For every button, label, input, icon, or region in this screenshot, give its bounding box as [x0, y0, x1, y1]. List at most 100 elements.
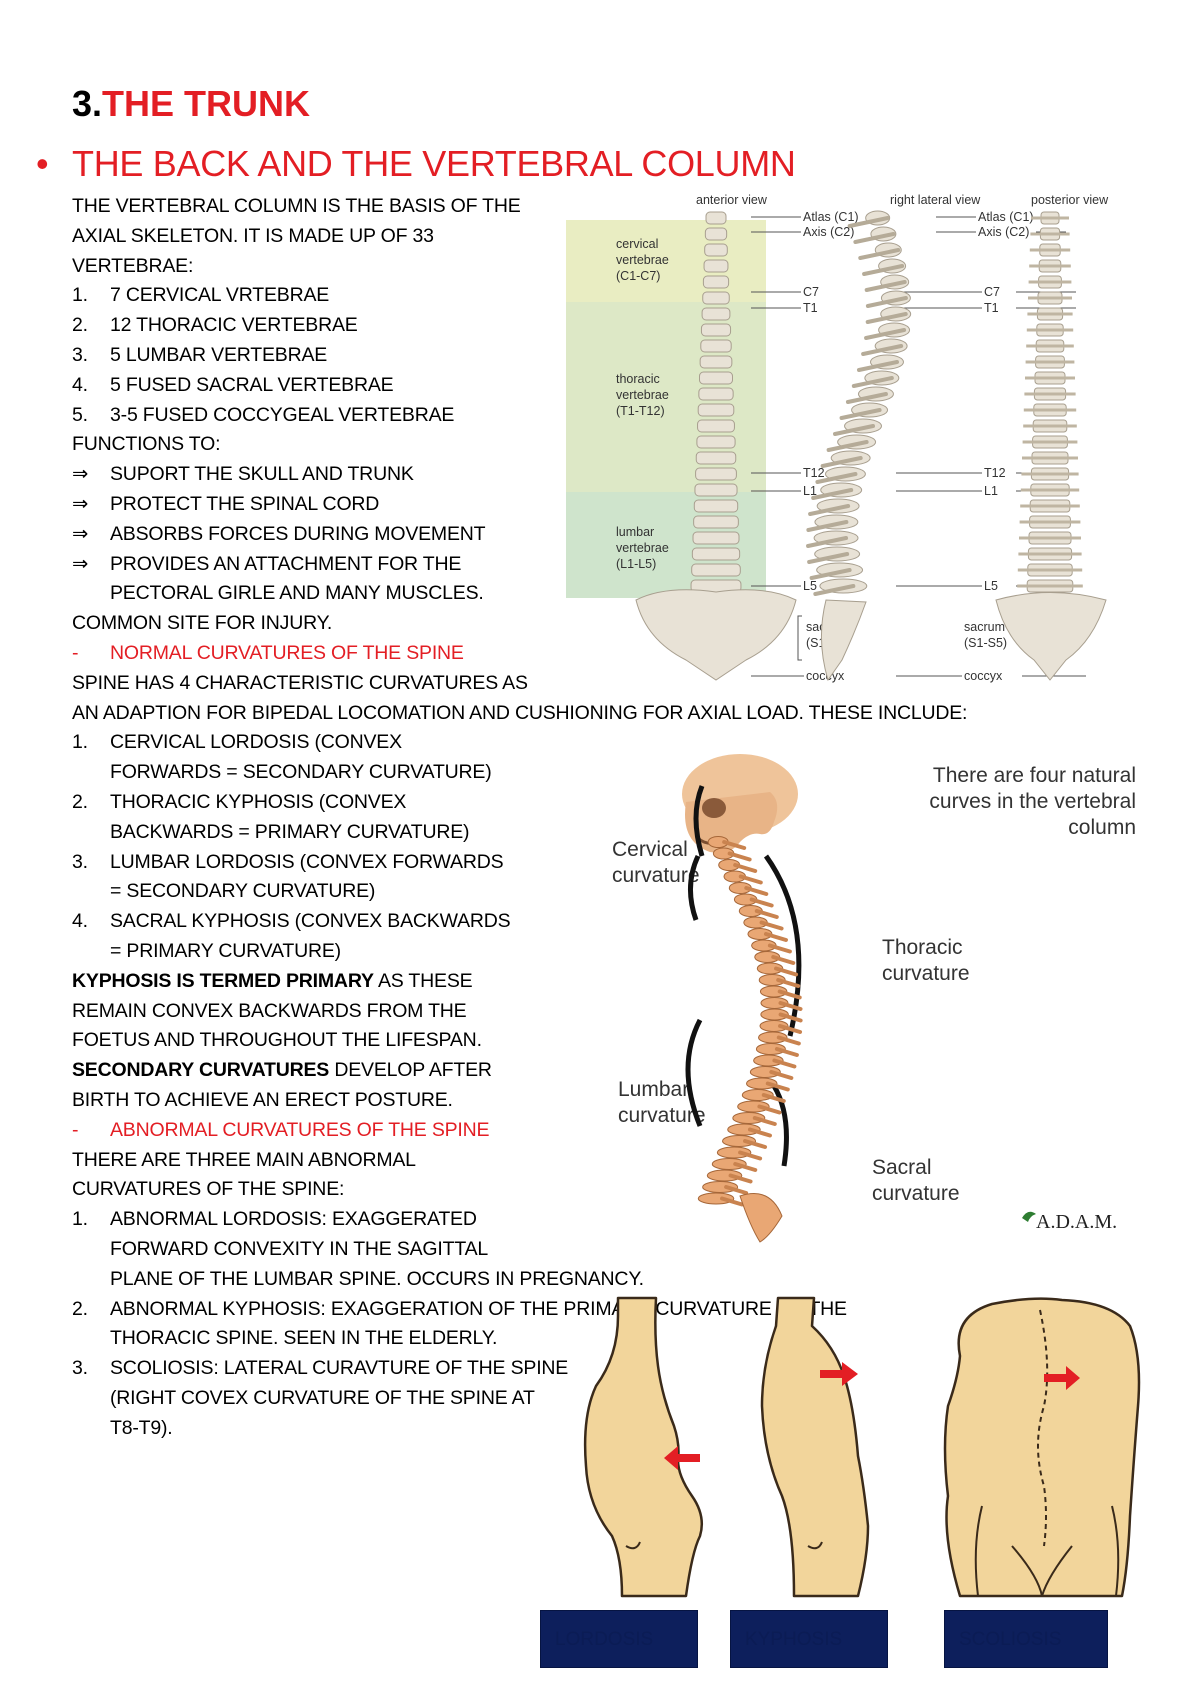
- label-c7-left: C7: [803, 285, 819, 299]
- list-marker: ⇒: [72, 463, 89, 486]
- line-text: SUPORT THE SKULL AND TRUNK: [110, 463, 414, 486]
- view-anterior-label: anterior view: [696, 193, 768, 207]
- list-marker: ⇒: [72, 522, 89, 545]
- line-text: THORACIC KYPHOSIS (CONVEX: [110, 791, 407, 813]
- line-text: T8-T9).: [110, 1416, 173, 1439]
- line-text: ABNORMAL KYPHOSIS: EXAGGERATION OF THE P…: [110, 1297, 847, 1320]
- cervical-region-label-2: vertebrae: [616, 253, 669, 267]
- normal-curvature-item-continued: = SECONDARY CURVATURE): [110, 881, 375, 901]
- line-text: LUMBAR LORDOSIS (CONVEX FORWARDS: [110, 850, 504, 873]
- line-text: COMMON SITE FOR INJURY.: [72, 612, 333, 635]
- cervical-curvature-label: Cervical: [612, 838, 688, 861]
- lordosis-torso: [583, 1296, 703, 1598]
- thoracic-region-label-2: vertebrae: [616, 388, 669, 402]
- label-box-lordosis: LORDOSIS: [540, 1610, 698, 1668]
- normal-curvatures-heading: -NORMAL CURVATURES OF THE SPINE: [72, 643, 464, 663]
- label-t12-left: T12: [803, 466, 825, 480]
- line-text: AS THESE: [373, 969, 473, 992]
- lumbar-curvature-label: Lumbar: [618, 1078, 689, 1101]
- line-text: FUNCTIONS TO:: [72, 433, 221, 456]
- bold-phrase: KYPHOSIS IS TERMED PRIMARY: [72, 969, 374, 992]
- label-l5-right: L5: [984, 579, 998, 593]
- normal-curvature-item-continued: = PRIMARY CURVATURE): [110, 941, 341, 961]
- normal-curvature-item-continued: FORWARDS = SECONDARY CURVATURE): [110, 762, 492, 782]
- caption-line-3: column: [1068, 816, 1136, 839]
- list-marker: -: [72, 1118, 79, 1141]
- anterior-spine-drawing: [635, 211, 797, 681]
- intro-line: AXIAL SKELETON. IT IS MADE UP OF 33: [72, 226, 434, 246]
- line-text: BIRTH TO ACHIEVE AN ERECT POSTURE.: [72, 1089, 453, 1111]
- primary-paragraph-line: FOETUS AND THROUGHOUT THE LIFESPAN.: [72, 1030, 482, 1050]
- normal-curvature-item: 4. SACRAL KYPHOSIS (CONVEX BACKWARDS: [72, 910, 511, 933]
- abnormal-curvature-item-continued: FORWARD CONVEXITY IN THE SAGITTAL: [110, 1239, 488, 1259]
- secondary-paragraph-line: SECONDARY CURVATURES DEVELOP AFTER: [72, 1060, 492, 1080]
- thoracic-region-label: thoracic: [616, 372, 660, 386]
- line-text: PLANE OF THE LUMBAR SPINE. OCCURS IN PRE…: [110, 1267, 644, 1290]
- lumbar-region-label-2: vertebrae: [616, 541, 669, 555]
- label-l1-left: L1: [803, 484, 817, 498]
- list-marker: 2.: [72, 314, 88, 337]
- label-sacrum-range-right: (S1-S5): [964, 636, 1007, 650]
- intro-line: THE VERTEBRAL COLUMN IS THE BASIS OF THE: [72, 196, 521, 216]
- function-item: ⇒PROVIDES AN ATTACHMENT FOR THE: [72, 554, 461, 574]
- abnormal-curvature-item: 1.ABNORMAL LORDOSIS: EXAGGERATED: [72, 1209, 477, 1229]
- line-text: PECTORAL GIRLE AND MANY MUSCLES.: [110, 582, 484, 605]
- abnormal-curvature-item-continued: THORACIC SPINE. SEEN IN THE ELDERLY.: [110, 1328, 497, 1348]
- line-text: 5 LUMBAR VERTEBRAE: [110, 344, 328, 366]
- adam-logo: A.D.A.M.: [1036, 1211, 1117, 1233]
- line-text: = SECONDARY CURVATURE): [110, 880, 376, 903]
- direction-arrows: [664, 1362, 1080, 1470]
- normal-intro-line: SPINE HAS 4 CHARACTERISTIC CURVATURES AS: [72, 673, 528, 693]
- normal-curvature-item-continued: BACKWARDS = PRIMARY CURVATURE): [110, 822, 470, 842]
- primary-paragraph-line: KYPHOSIS IS TERMED PRIMARY AS THESE: [72, 969, 473, 992]
- lumbar-region-range: (L1-L5): [616, 557, 656, 571]
- label-coccyx-left: coccyx: [806, 669, 845, 683]
- abnormal-curvature-item-continued: PLANE OF THE LUMBAR SPINE. OCCURS IN PRE…: [110, 1269, 644, 1289]
- line-text: (RIGHT COVEX CURVATURE OF THE SPINE AT: [110, 1387, 535, 1409]
- normal-curvature-item: 3.LUMBAR LORDOSIS (CONVEX FORWARDS: [72, 850, 504, 873]
- line-text: THERE ARE THREE MAIN ABNORMAL: [72, 1148, 416, 1171]
- function-item: ⇒ ABSORBS FORCES DURING MOVEMENT: [72, 522, 486, 545]
- line-text: ABNORMAL LORDOSIS: EXAGGERATED: [110, 1208, 477, 1231]
- line-text: 7 CERVICAL VRTEBRAE: [110, 284, 330, 307]
- line-text: SACRAL KYPHOSIS (CONVEX BACKWARDS: [110, 910, 511, 933]
- list-marker: 3.: [72, 344, 88, 366]
- normal-curvature-item: 2. THORACIC KYPHOSIS (CONVEX: [72, 792, 406, 812]
- list-marker: 4.: [72, 910, 88, 933]
- curvature-brackets: [685, 785, 802, 1167]
- cervical-region-label: cervical: [616, 237, 658, 251]
- list-marker: 4.: [72, 373, 88, 396]
- line-text: 5 FUSED SACRAL VERTEBRAE: [110, 373, 394, 396]
- caption-line-2: curves in the vertebral: [929, 790, 1136, 813]
- primary-paragraph-line: REMAIN CONVEX BACKWARDS FROM THE: [72, 1001, 467, 1021]
- line-text: CURVATURES OF THE SPINE:: [72, 1178, 345, 1201]
- list-marker: 2.: [72, 791, 88, 813]
- line-text: SPINE HAS 4 CHARACTERISTIC CURVATURES AS: [72, 671, 528, 694]
- abnormal-curvatures-figure: [583, 1296, 1141, 1598]
- lateral-spine-drawing: [806, 210, 912, 682]
- abnormal-curvature-item-continued: (RIGHT COVEX CURVATURE OF THE SPINE AT: [110, 1388, 535, 1408]
- caption-line-1: There are four natural: [933, 764, 1136, 787]
- cervical-region-range: (C1-C7): [616, 269, 660, 283]
- line-text: SCOLIOSIS: LATERAL CURAVTURE OF THE SPIN…: [110, 1357, 569, 1380]
- line-text: PROTECT THE SPINAL CORD: [110, 493, 380, 515]
- bold-phrase: SECONDARY CURVATURES: [72, 1059, 330, 1082]
- abnormal-curvatures-heading: -ABNORMAL CURVATURES OF THE SPINE: [72, 1118, 490, 1141]
- posterior-spine-drawing: [995, 211, 1107, 681]
- line-text: ABSORBS FORCES DURING MOVEMENT: [110, 522, 486, 545]
- label-box-scoliosis: SCOLIOSIS: [944, 1610, 1108, 1668]
- natural-curves-figure: There are four natural curves in the ver…: [612, 754, 1136, 1243]
- lumbar-region-label: lumbar: [616, 525, 654, 539]
- label-l1-right: L1: [984, 484, 998, 498]
- kyphosis-torso: [760, 1296, 870, 1598]
- abnormal-intro-line: CURVATURES OF THE SPINE:: [72, 1179, 344, 1199]
- label-c7-right: C7: [984, 285, 1000, 299]
- function-item-continued: PECTORAL GIRLE AND MANY MUSCLES.: [110, 583, 484, 603]
- thoracic-curvature-label-2: curvature: [882, 962, 970, 985]
- vertebrae-list-item: 2.12 THORACIC VERTEBRAE: [72, 315, 358, 335]
- abnormal-curvature-item-continued: T8-T9).: [110, 1418, 173, 1438]
- list-marker: 1.: [72, 731, 88, 754]
- vertebrae-list-item: 1.7 CERVICAL VRTEBRAE: [72, 285, 329, 305]
- label-t12-right: T12: [984, 466, 1006, 480]
- lumbar-curvature-label-2: curvature: [618, 1104, 706, 1127]
